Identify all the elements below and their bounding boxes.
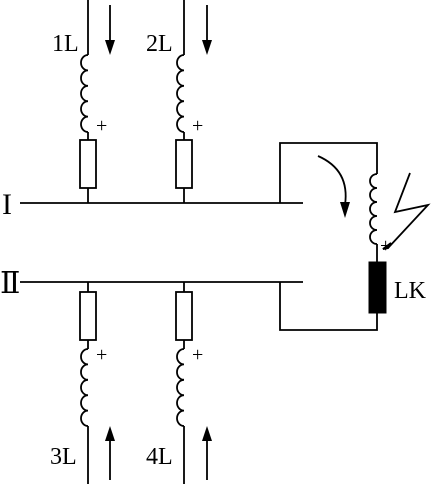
curved-flow-arrow-icon [317, 155, 350, 218]
feeder-4L-label: 4L [146, 444, 173, 470]
element-3L-box [79, 291, 97, 341]
feeder-4L: + 4L [146, 282, 212, 484]
element-2L-box [175, 139, 193, 189]
current-transformer-2L-coil [176, 54, 185, 133]
feeder-2L-label: 2L [146, 31, 173, 57]
relay-label: LK [394, 278, 427, 304]
feeder-3L: + 3L [50, 282, 115, 484]
feeder-4L-polarity: + [192, 344, 203, 366]
relay-loop-upper-wire [279, 142, 378, 203]
current-transformer-1L-coil [80, 54, 89, 133]
down-arrow-icon [105, 5, 115, 55]
lightning-bolt-icon [382, 172, 431, 250]
up-arrow-icon [202, 426, 212, 480]
down-arrow-icon [202, 5, 212, 55]
current-transformer-3L-coil [80, 348, 89, 427]
feeder-1L: 1L + [52, 0, 115, 203]
bus-2: Ⅱ [0, 267, 303, 300]
current-transformer-4L-coil [176, 348, 185, 427]
relay-circuit: + LK [279, 142, 431, 331]
relay-coil [369, 173, 378, 245]
up-arrow-icon [105, 426, 115, 480]
bus-2-label: Ⅱ [0, 267, 20, 300]
bus-1: I [2, 188, 303, 221]
bus-1-label: I [2, 188, 12, 221]
element-1L-box [79, 139, 97, 189]
element-4L-box [175, 291, 193, 341]
relay-loop-lower-wire [279, 282, 378, 331]
feeder-2L: 2L + [146, 0, 212, 203]
relay-lk-element [368, 261, 387, 314]
feeder-3L-label: 3L [50, 444, 77, 470]
feeder-1L-label: 1L [52, 31, 79, 57]
feeder-3L-polarity: + [96, 344, 107, 366]
feeder-1L-polarity: + [96, 115, 107, 137]
feeder-2L-polarity: + [192, 115, 203, 137]
